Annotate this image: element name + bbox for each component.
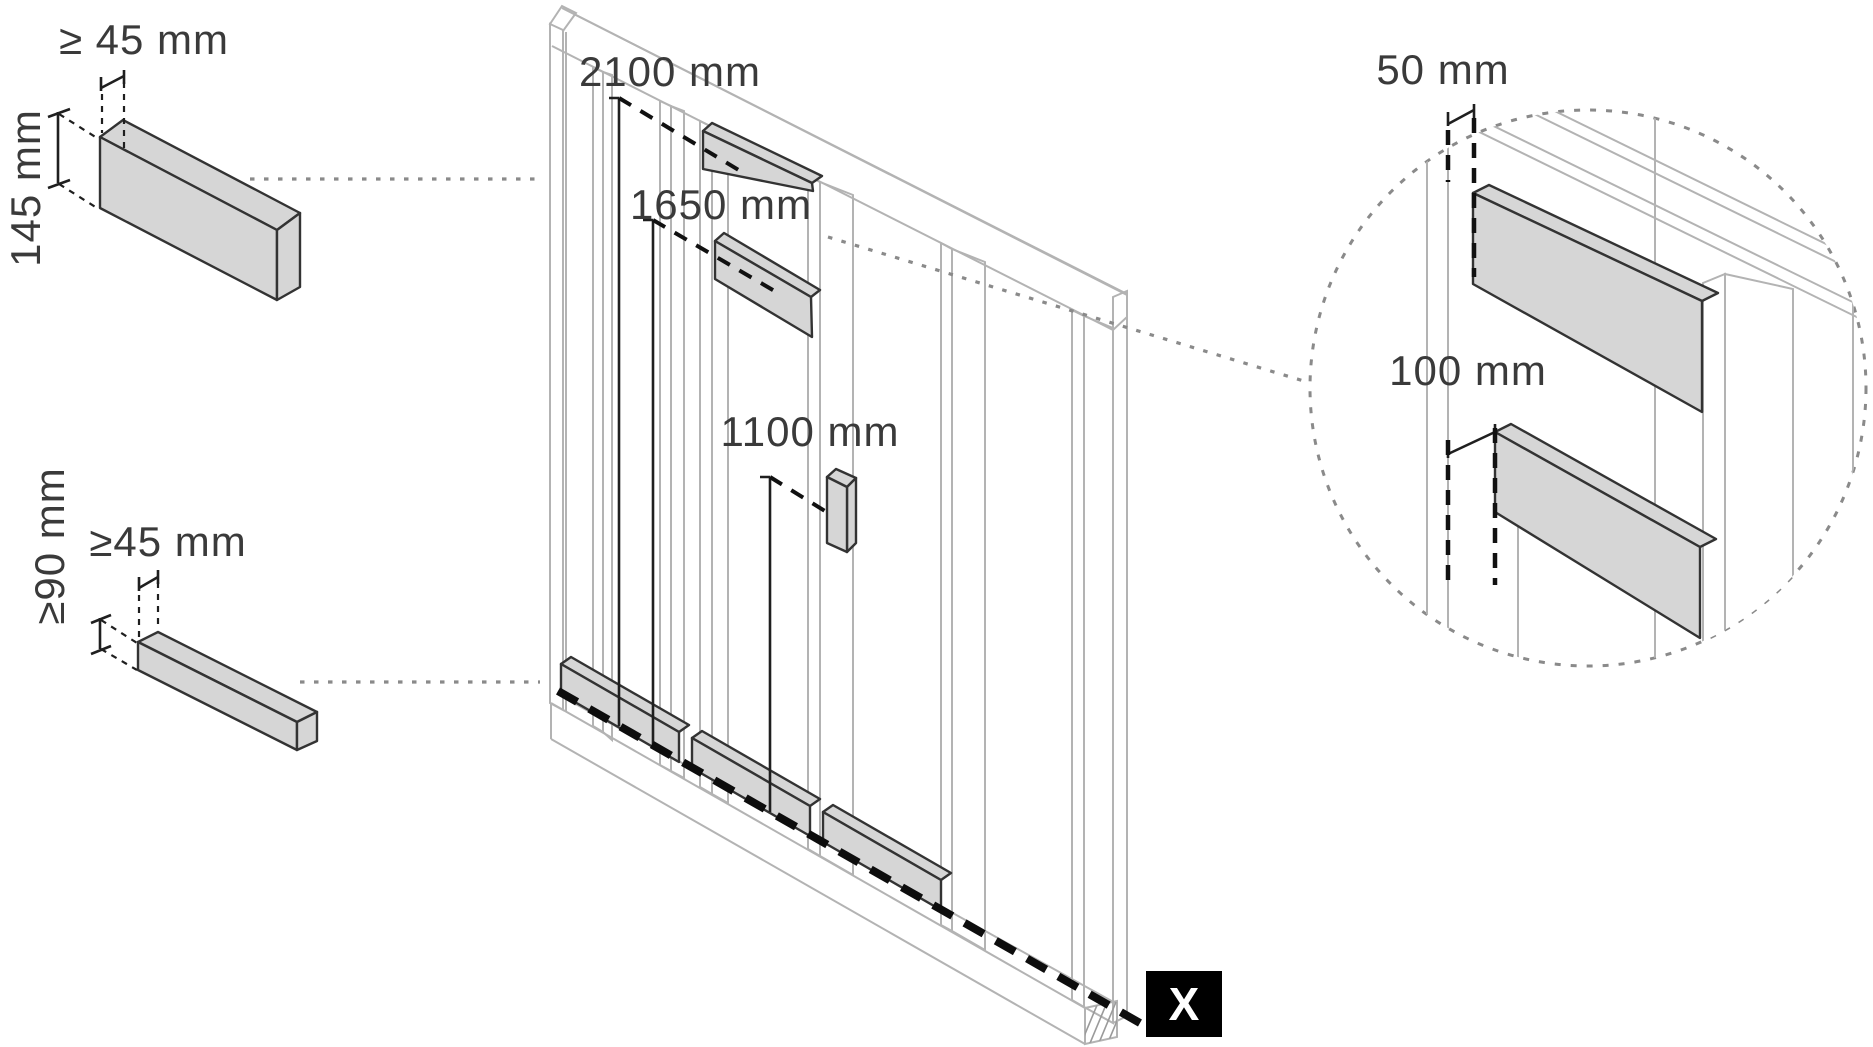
dim-label-2100: 2100 mm <box>579 48 761 95</box>
detail-wall-end <box>1852 291 1866 666</box>
stud <box>1071 308 1114 1025</box>
width-dimension <box>99 70 126 152</box>
dim-label-width-top: ≥ 45 mm <box>59 16 229 63</box>
height-dimension-1650: 1650 mm <box>630 181 812 745</box>
floor-reference-dashed-line <box>556 687 1142 1027</box>
x-marker-label: X <box>1169 978 1200 1030</box>
dim-label-50: 50 mm <box>1376 46 1509 93</box>
dim-label-height-top: 145 mm <box>2 109 49 267</box>
height-dimension-2100: 2100 mm <box>579 48 761 726</box>
dim-label-1650: 1650 mm <box>630 181 812 228</box>
x-marker: X <box>1146 971 1222 1037</box>
block-end-face <box>295 710 319 752</box>
stud <box>940 241 986 952</box>
left-top-block: ≥ 45 mm 145 mm <box>2 16 302 302</box>
dim-label-1100: 1100 mm <box>721 408 900 455</box>
connector-line-detail <box>827 235 1308 384</box>
detail-noggin-lower <box>1493 422 1718 640</box>
stud <box>699 119 729 805</box>
dim-label-height-bottom: ≥90 mm <box>26 467 73 624</box>
width-dimension <box>137 570 160 643</box>
noggin-2100 <box>701 121 824 193</box>
block-end-face <box>275 211 302 302</box>
floor-noggin <box>821 803 953 912</box>
height-dimension-1100: 1100 mm <box>721 408 900 812</box>
height-dimension <box>90 613 138 671</box>
detail-view <box>1310 110 1866 666</box>
left-bottom-block: ≥45 mm ≥90 mm <box>26 467 319 752</box>
detail-dimension-50: 50 mm <box>1376 46 1509 277</box>
noggin-1650 <box>713 231 822 339</box>
stud <box>659 99 685 780</box>
stud-right-end <box>1112 294 1128 1024</box>
dim-label-100: 100 mm <box>1389 347 1547 394</box>
detail-circle <box>1308 108 1868 668</box>
detail-dimension-100: 100 mm <box>1389 347 1547 590</box>
top-plate <box>551 7 1128 333</box>
wall-frame <box>548 4 1128 1046</box>
height-dimension <box>47 107 98 209</box>
dim-label-width-bottom: ≥45 mm <box>89 518 246 565</box>
spacer-block-1100 <box>825 467 858 554</box>
stud-left-outer <box>548 4 578 712</box>
stud <box>592 65 613 743</box>
x-marker-box <box>1146 971 1222 1037</box>
detail-stud <box>1702 272 1794 666</box>
